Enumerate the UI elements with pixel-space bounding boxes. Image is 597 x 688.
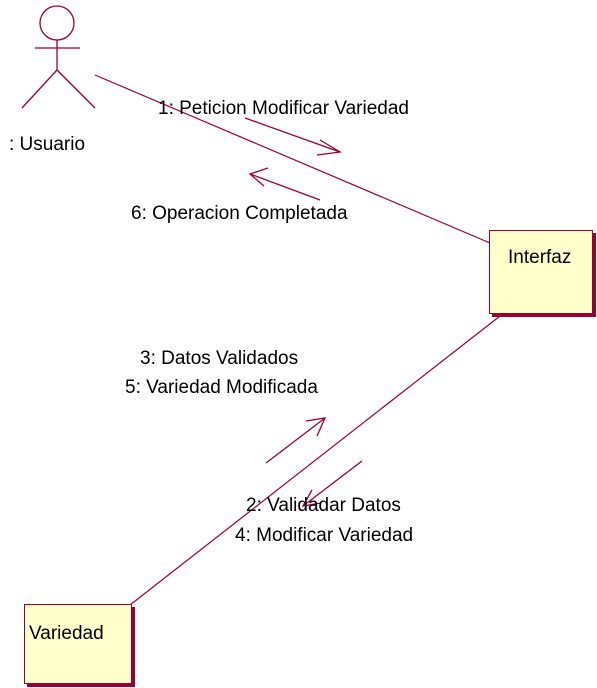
message-label-1: 1: Peticion Modificar Variedad: [158, 98, 409, 119]
message-arrow-2-4: [301, 460, 363, 507]
actor-head: [39, 5, 75, 41]
message-label-6: 6: Operacion Completada: [131, 203, 348, 224]
message-label-3: 3: Datos Validados: [140, 348, 299, 369]
message-label-4: 4: Modificar Variedad: [235, 525, 414, 546]
message-arrow-6: [248, 167, 321, 201]
message-label-2: 2: Validadar Datos: [246, 495, 401, 516]
object-variedad-label: Variedad: [29, 623, 104, 644]
object-interfaz-label: Interfaz: [508, 247, 572, 268]
message-arrow-3-5: [265, 417, 327, 464]
link-usuario-interfaz[interactable]: [94, 74, 491, 244]
message-arrow-1: [244, 117, 342, 156]
link-interfaz-variedad[interactable]: [129, 315, 501, 606]
object-interfaz[interactable]: Interfaz: [489, 230, 593, 314]
actor-right-leg: [56, 69, 96, 109]
actor-left-leg: [21, 69, 58, 109]
actor-label: : Usuario: [9, 134, 86, 155]
actor-icon[interactable]: [21, 5, 96, 109]
message-label-5: 5: Variedad Modificada: [125, 377, 318, 398]
object-variedad[interactable]: Variedad: [24, 604, 132, 684]
